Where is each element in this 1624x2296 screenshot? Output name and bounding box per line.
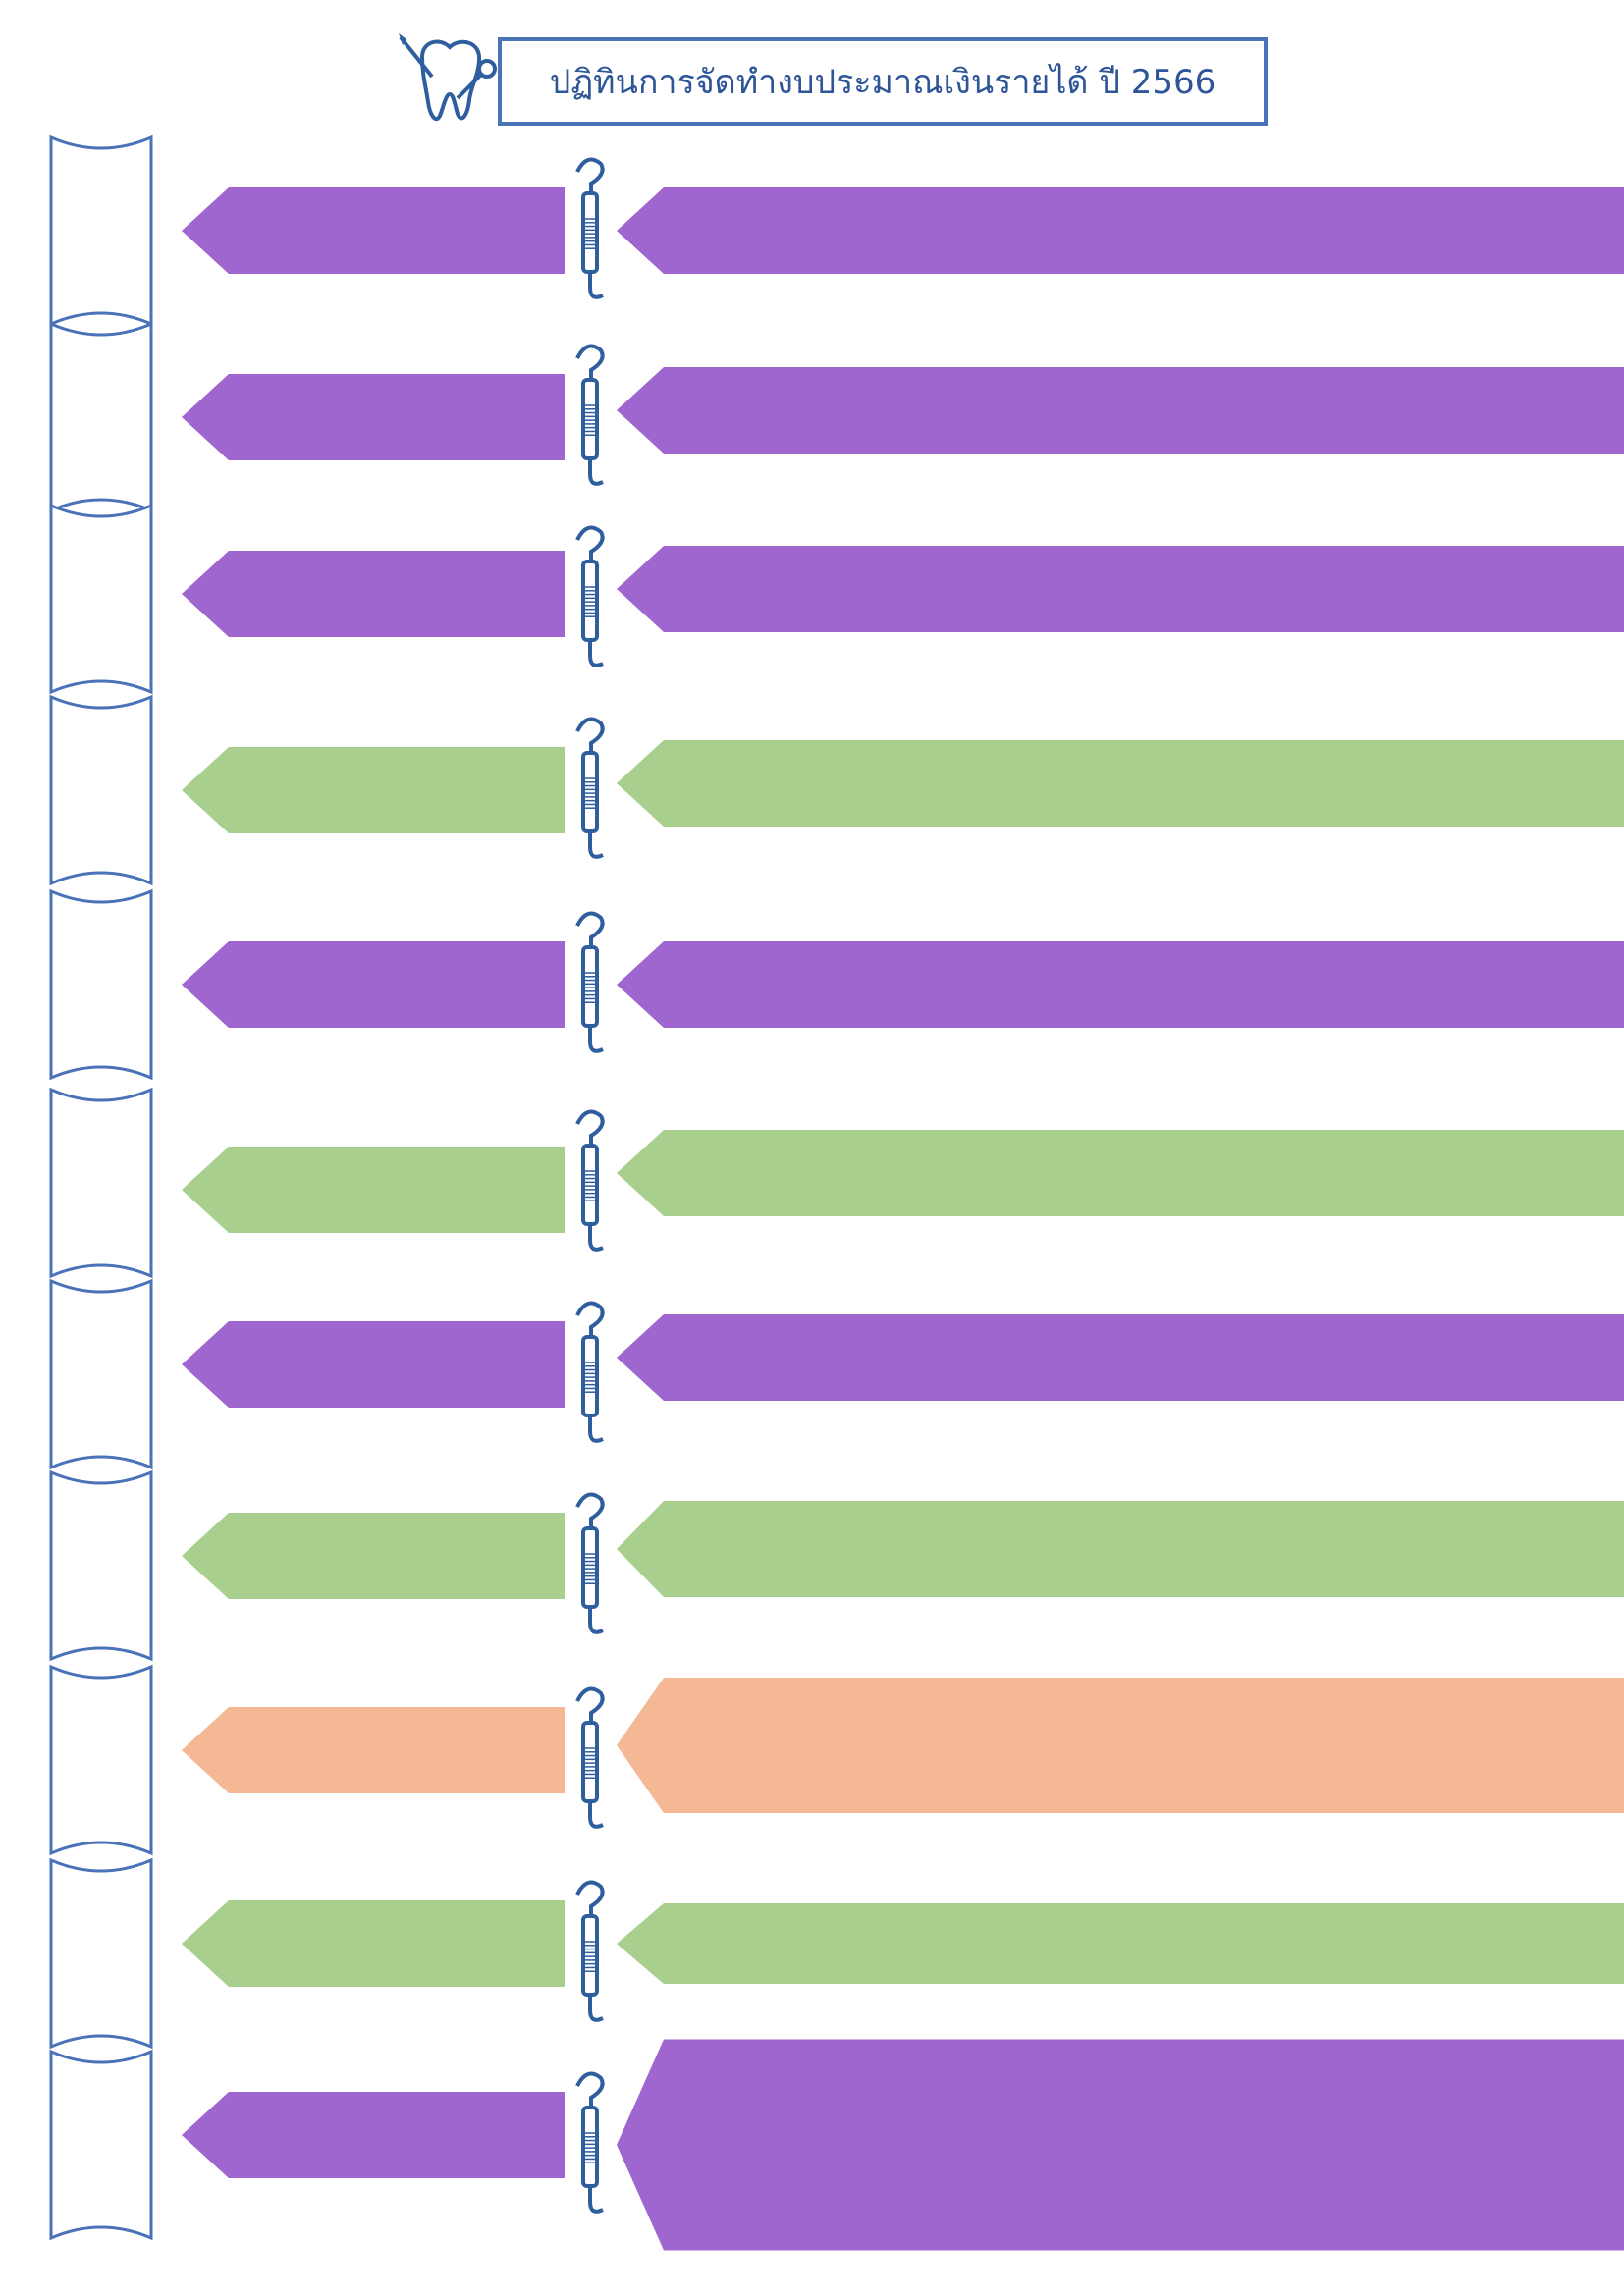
month-label: มิ.ย-ก.ค 65 xyxy=(72,1310,131,1438)
task-description: ๕. พิจารณาความเห็นชอบ (ร่าง) งบประมาณเงิ… xyxy=(656,941,1614,1028)
page-title: ปฏิทินการจัดทำงบประมาณเงินรายได้ ปี 2566 xyxy=(549,63,1217,102)
month-label: พ.ค 65 xyxy=(72,535,131,663)
task-line: 8. นำงบประมาณเงินรายได้ประจำปี เสนอที่ปร… xyxy=(715,1533,1555,1565)
month-label: ก.ย 65 xyxy=(72,2081,131,2209)
task-line: การใช้จ่ายงบประมาณ xyxy=(1007,2169,1263,2201)
task-line: 11. จัดส่งงบประมาณรายได้ประจำปี ที่ผ่านก… xyxy=(784,2088,1487,2119)
task-description: 10. แจ้งงบประมาณรายได้ประจำปี ที่ผ่านการ… xyxy=(656,1903,1614,1984)
month-text: พ.ค 65 xyxy=(86,558,115,640)
month-text: มี.ค 65 xyxy=(86,189,115,272)
task-description: 6. พิจารณาความเห็นชอบ (ร่าง) งบประมาณเงิ… xyxy=(656,1130,1614,1216)
month-text: ก.ย 65 xyxy=(86,2106,115,2184)
month-text: ก.ค 65 xyxy=(86,1525,115,1606)
unit-label: กองนโยบายฯ xyxy=(312,774,473,806)
task-description: 1. แจ้งให้หน่วยงานจัดทำประมาณการรายรับ-ร… xyxy=(656,187,1614,274)
task-line: 4. แจ้งแนวทางการจัดทำงบประมาณเงินรายได้ป… xyxy=(763,768,1506,799)
month-label: มิ.ย 65 xyxy=(72,1119,131,1247)
unit-label: กองนโยบายฯ xyxy=(312,1734,473,1766)
task-line: 9. นำงบประมาณเงินรายได้ประจำปี เสนอที่ปร… xyxy=(731,1709,1540,1740)
unit-label: ทีมบริหาร xyxy=(334,968,452,1000)
month-label: ก.ย 65 xyxy=(72,1890,131,2017)
unit-label: หน่วยนโยบายและแผน xyxy=(257,2118,528,2151)
task-description: 2. จัดทำประมาณการรายรับ-รายจ่าย ภาพรวมขอ… xyxy=(656,367,1614,454)
task-line: 7. จัดทำงบประมาณเงินรายได้ประจำปี ฉบับสม… xyxy=(744,1342,1526,1373)
task-description: 11. จัดส่งงบประมาณรายได้ประจำปี ที่ผ่านก… xyxy=(656,2040,1614,2251)
month-text: มิ.ย 65 xyxy=(86,750,115,830)
task-line: 2. จัดทำประมาณการรายรับ-รายจ่าย ภาพรวมขอ… xyxy=(720,395,1550,426)
task-description: 4. แจ้งแนวทางการจัดทำงบประมาณเงินรายได้ป… xyxy=(656,740,1614,827)
task-line: จากสภามหาวิทยาลัย ให้ผู้บริหาร หน่วยคลัง… xyxy=(745,2129,1525,2161)
month-label: ก.ค 65 xyxy=(72,1502,131,1629)
task-line: ๕. พิจารณาความเห็นชอบ (ร่าง) งบประมาณเงิ… xyxy=(776,969,1494,1000)
month-text: มิ.ย 65 xyxy=(86,1143,115,1223)
task-line: 3. จัดทำ (ร่าง) งบประมาณเงินรายได้ประจำป… xyxy=(876,573,1394,605)
task-line: 1. แจ้งให้หน่วยงานจัดทำประมาณการรายรับ-ร… xyxy=(681,215,1589,246)
month-text: มิ.ย-ก.ค 65 xyxy=(73,1330,129,1418)
month-text: เม.ย 65 xyxy=(86,373,115,461)
unit-label: หน่วยนโยบายและแผน xyxy=(257,1348,528,1380)
unit-label: กองนโยบายฯ xyxy=(312,1539,473,1572)
unit-label: หน่วยนโยบายและแผน xyxy=(257,214,528,246)
unit-label: กรรมการส่วนงาน xyxy=(288,1173,498,1205)
month-text: มิ.ย 65 xyxy=(86,944,115,1025)
unit-label: หน่วยนโยบายและแผน xyxy=(257,400,528,433)
month-label: เม.ย 65 xyxy=(72,353,131,481)
month-text: ก.ย 65 xyxy=(86,1914,115,1993)
task-description: 7. จัดทำงบประมาณเงินรายได้ประจำปี ฉบับสม… xyxy=(656,1314,1614,1401)
tooth-icon xyxy=(399,33,497,122)
task-description: 9. นำงบประมาณเงินรายได้ประจำปี เสนอที่ปร… xyxy=(656,1678,1614,1813)
task-line: 10. แจ้งงบประมาณรายได้ประจำปี ที่ผ่านการ… xyxy=(672,1928,1598,1959)
task-line: 6. พิจารณาความเห็นชอบ (ร่าง) งบประมาณเงิ… xyxy=(777,1157,1493,1189)
month-text: ส.ค 65 xyxy=(86,1720,115,1800)
unit-label: หน่วยนโยบายและแผน xyxy=(257,577,528,610)
title-box: ปฏิทินการจัดทำงบประมาณเงินรายได้ ปี 2566 xyxy=(498,37,1268,126)
task-description: 3. จัดทำ (ร่าง) งบประมาณเงินรายได้ประจำป… xyxy=(656,546,1614,632)
month-label: มี.ค 65 xyxy=(72,167,131,294)
month-label: มิ.ย 65 xyxy=(72,921,131,1048)
task-line: พิจารณาอนุมัติ xyxy=(1050,1750,1220,1781)
month-label: มิ.ย 65 xyxy=(72,726,131,854)
task-description: 8. นำงบประมาณเงินรายได้ประจำปี เสนอที่ปร… xyxy=(656,1501,1614,1597)
unit-label: กองนโยบายฯ xyxy=(312,1927,473,1959)
month-label: ส.ค 65 xyxy=(72,1696,131,1824)
